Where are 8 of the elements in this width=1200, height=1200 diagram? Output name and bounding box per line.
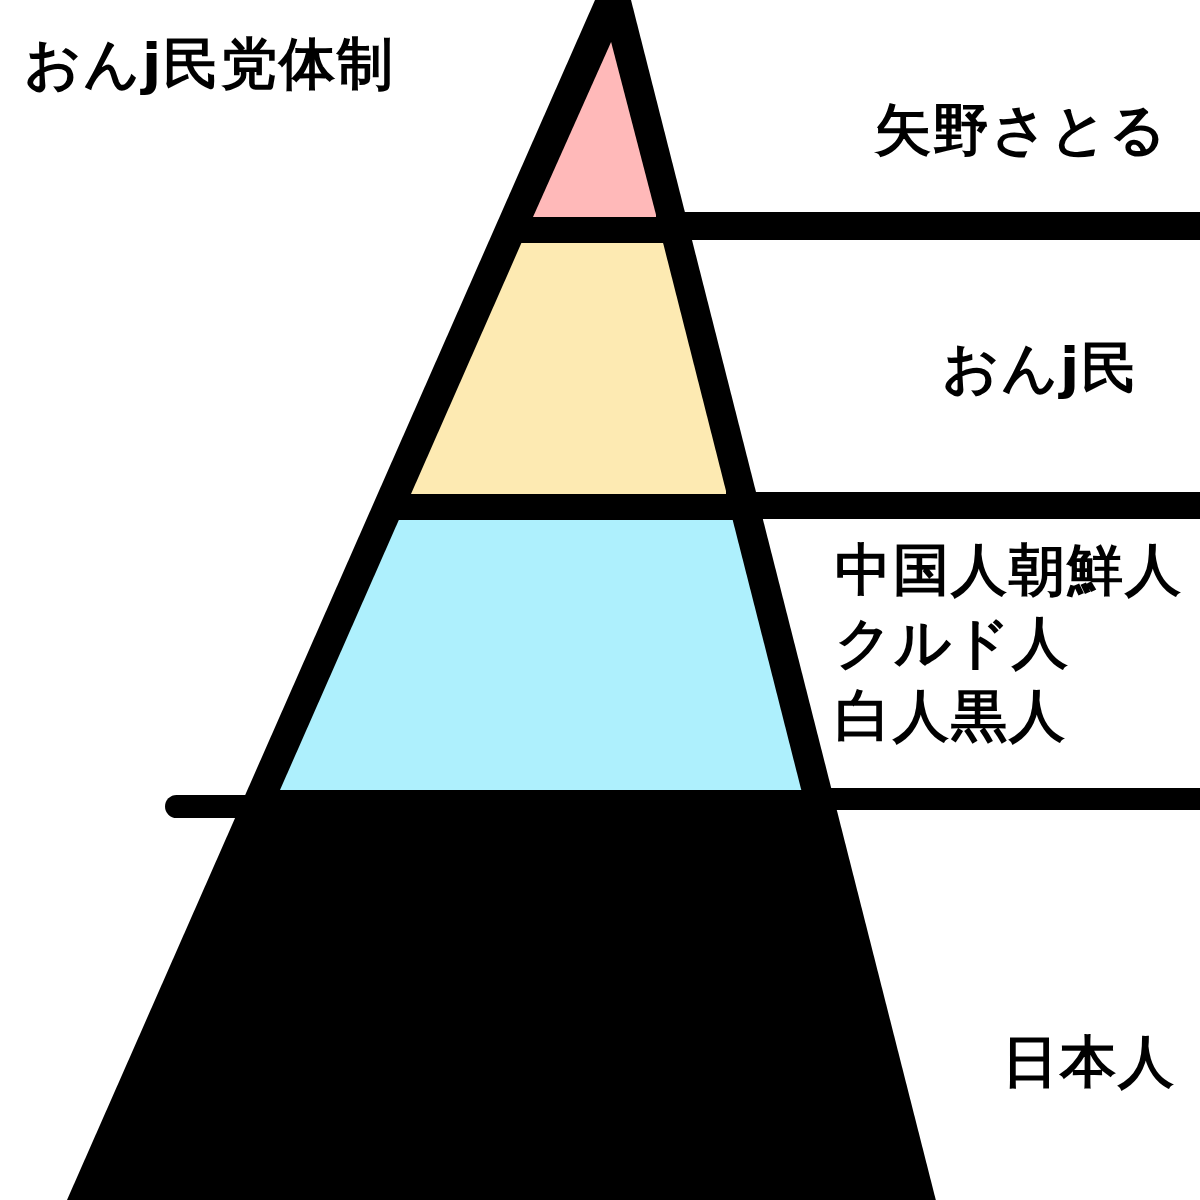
pyramid-tier: [410, 243, 727, 494]
tier-label: 日本人: [1002, 1034, 1176, 1090]
tier-label: クルド人: [835, 615, 1070, 671]
pyramid-tier: [532, 42, 657, 217]
pyramid-tier: [67, 790, 936, 1200]
tier-label: 白人黒人: [835, 688, 1067, 744]
tier-label: 中国人朝鮮人: [835, 542, 1183, 598]
tier-label: 矢野さとる: [875, 102, 1168, 158]
